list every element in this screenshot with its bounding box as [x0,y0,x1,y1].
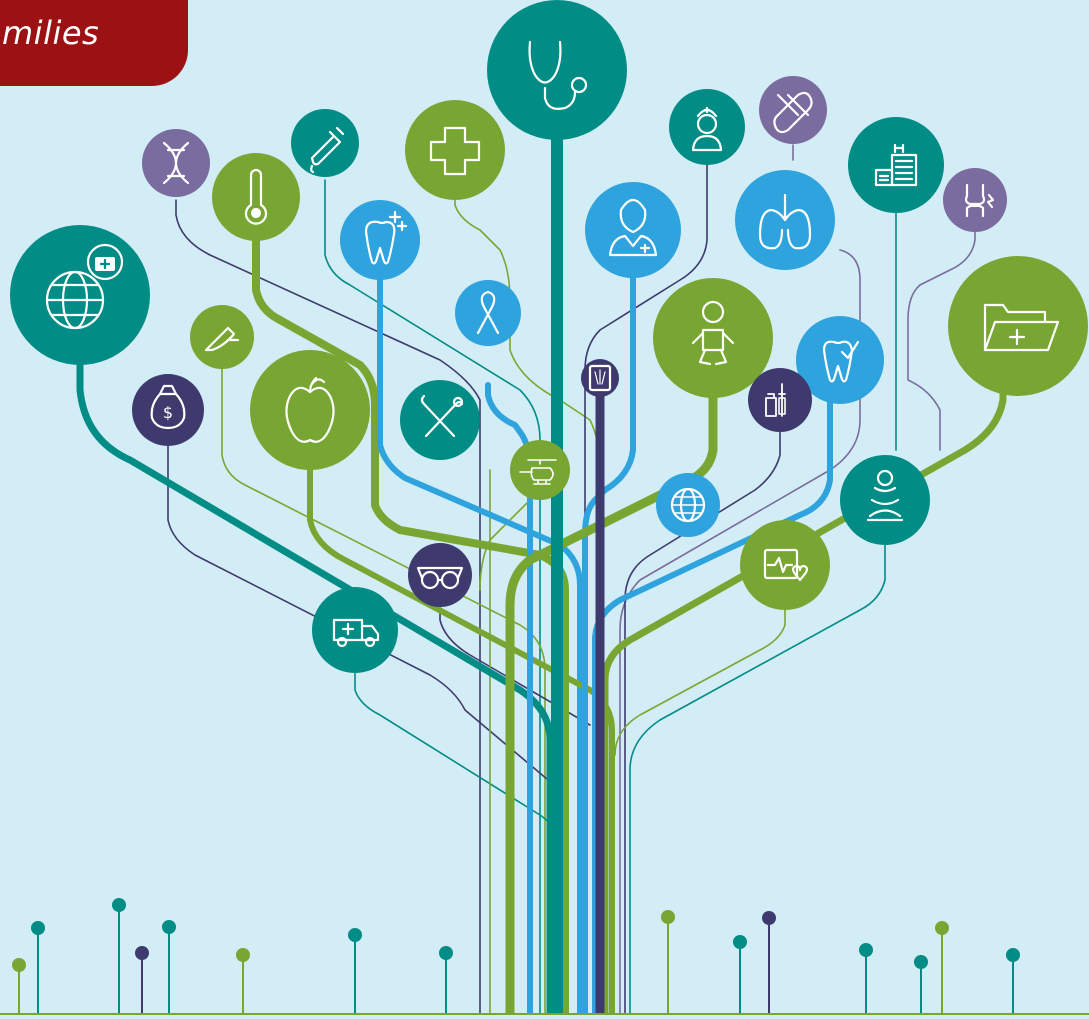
lungs-icon [735,170,835,270]
dropper-icon [291,109,359,177]
apple-icon [250,350,370,470]
tooth-check-icon [796,316,884,404]
nurse-icon [669,89,745,165]
folder-medical-icon [948,256,1088,396]
glasses-icon [408,543,472,607]
heart-monitor-icon [740,520,830,610]
money-bag-icon: $ [132,374,204,446]
globe-icon [656,473,720,537]
ribbon-icon [455,280,521,346]
ground-sprouts [12,898,1020,1015]
dollar-glyph: $ [163,403,173,422]
ambulance-icon [312,587,398,673]
stethoscope-icon [487,0,627,140]
meditation-icon [840,455,930,545]
dental-tools-icon [400,380,480,460]
cross-icon [405,100,505,200]
vaccine-icon [748,368,812,432]
hospital-icon [848,117,944,213]
dna-icon [142,129,210,197]
banner-text: milies [2,14,100,52]
globe-medical-icon [10,225,150,365]
thick-branches [76,114,1007,1019]
doctor-icon [585,182,681,278]
xray-icon [581,359,619,397]
thermometer-icon [212,153,300,241]
bandage-icon [759,76,827,144]
title-banner: milies [0,0,188,86]
baby-icon [653,278,773,398]
tooth-sparkle-icon [340,200,420,280]
scalpel-icon [190,305,254,369]
helicopter-icon [510,440,570,500]
joint-icon [943,168,1007,232]
